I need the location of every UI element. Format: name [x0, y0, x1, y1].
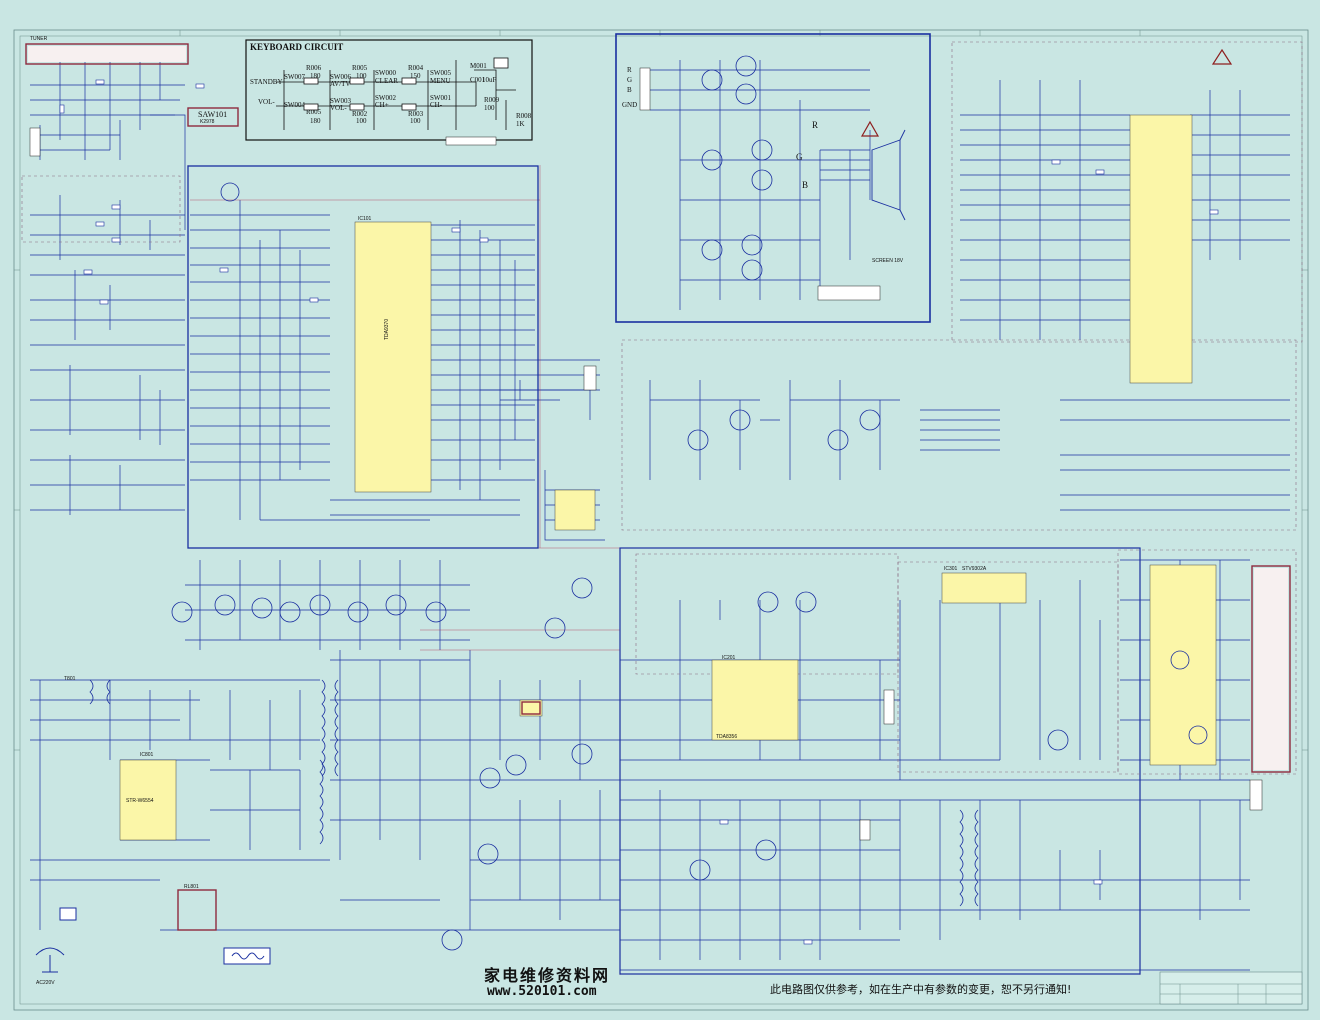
ic801-name: IC801 [140, 752, 154, 758]
switch-function: CH+ [375, 101, 389, 109]
resistor-label: R003 [408, 110, 424, 118]
screen-label: SCREEN 18V [872, 258, 904, 264]
switch-label: SW007 [284, 73, 305, 81]
r008-value: 1K [516, 120, 525, 128]
watermark-url: www.520101.com [487, 984, 597, 999]
resistor-value: 100 [410, 117, 421, 125]
rgb-in-gnd: GND [622, 101, 638, 109]
switch-label: SW005 [430, 69, 451, 77]
keyboard-wiring [276, 57, 516, 130]
resistor-label: R004 [408, 64, 424, 72]
ic801-part: STR-W6554 [126, 798, 154, 804]
saw-part: K2978 [200, 119, 215, 125]
rgb-b-label: B [802, 180, 809, 190]
resistor-label: R005 [306, 108, 322, 116]
tuner-label: TUNER [30, 36, 48, 42]
ic201-name: IC201 [722, 655, 736, 661]
keyboard-volm-label: VOL- [258, 98, 275, 106]
switch-label: SW002 [375, 94, 396, 102]
relay-label: RL801 [184, 884, 199, 890]
main-ic-name: IC101 [358, 216, 372, 222]
keyboard-title: KEYBOARD CIRCUIT [250, 42, 344, 52]
switch-function: AV/TV [330, 80, 351, 88]
ic201-part: TDA8356 [716, 734, 738, 740]
rgb-g-label: G [796, 152, 803, 162]
resistor-label: R005 [352, 64, 368, 72]
c001-value: 10uF [482, 76, 497, 84]
rgb-in-g: G [627, 76, 633, 84]
switch-label: SW004 [284, 101, 305, 109]
switch-label: SW003 [330, 97, 351, 105]
resistor-value: 180 [310, 117, 321, 125]
r009-value: 100 [484, 104, 495, 112]
resistor-value: 100 [356, 117, 367, 125]
transformer-label: T801 [64, 676, 76, 682]
resistor-value: 150 [410, 72, 421, 80]
m001-label: M001 [470, 62, 487, 70]
rgb-in-b: B [627, 86, 632, 94]
switch-label: SW006 [330, 73, 351, 81]
rgb-r-label: R [812, 120, 819, 130]
c001-label: C001 [470, 76, 486, 84]
switch-function: CLEAR [375, 77, 398, 85]
ic301-name: IC301 [944, 566, 958, 572]
ic301-part: STV9302A [962, 566, 987, 572]
rgb-in-r: R [627, 66, 632, 74]
notice-text: 此电路图仅供参考，如在生产中有参数的变更，恕不另行通知! [770, 983, 1072, 996]
switch-function: VOL- [330, 104, 347, 112]
saw-name: SAW101 [198, 110, 228, 119]
resistor-label: R002 [352, 110, 368, 118]
resistor-label: R006 [306, 64, 322, 72]
resistor-value: 180 [310, 72, 321, 80]
switch-label: SW001 [430, 94, 451, 102]
switch-function: CH- [430, 101, 443, 109]
main-ic-part: TDA9370 [384, 318, 390, 340]
r008-label: R008 [516, 112, 532, 120]
ac-input-label: AC220V [36, 980, 55, 986]
switch-label: SW000 [375, 69, 396, 77]
resistor-value: 100 [356, 72, 367, 80]
r009-label: R009 [484, 96, 500, 104]
watermark-title: 家电维修资料网 [484, 966, 611, 985]
keyboard-standby-label: STANDBY [250, 78, 283, 86]
switch-function: MENU [430, 77, 451, 85]
